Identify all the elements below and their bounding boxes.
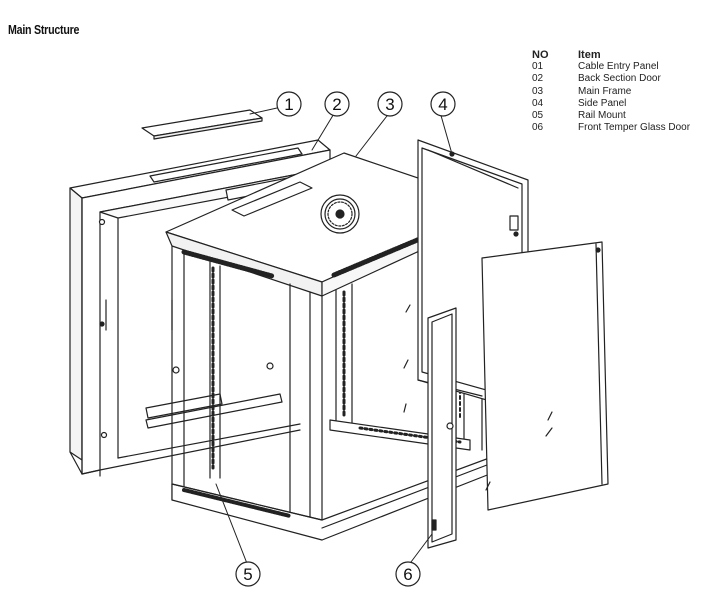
callout-1: 1 <box>276 91 302 117</box>
front-glass-panel <box>481 241 609 511</box>
table-row: 04 Side Panel <box>532 98 690 110</box>
svg-text:1: 1 <box>284 95 293 114</box>
row-item: Front Temper Glass Door <box>578 122 691 134</box>
parts-table-header: NO Item <box>532 50 690 61</box>
table-row: 05 Rail Mount <box>532 110 690 122</box>
row-no: 04 <box>532 97 544 109</box>
row-no: 06 <box>532 122 544 134</box>
cable-entry-panel <box>141 109 263 140</box>
svg-text:6: 6 <box>403 565 412 584</box>
front-temper-glass-door <box>403 304 457 549</box>
row-item: Side Panel <box>578 97 627 109</box>
callout-3: 3 <box>377 91 403 117</box>
table-row: 06 Front Temper Glass Door <box>532 122 690 134</box>
callout-2: 2 <box>324 91 350 117</box>
header-item: Item <box>578 49 601 61</box>
table-row: 02 Back Section Door <box>532 73 690 85</box>
table-row: 03 Main Frame <box>532 86 690 98</box>
row-item: Main Frame <box>578 85 632 97</box>
row-no: 02 <box>532 73 544 85</box>
callout-6: 6 <box>395 561 421 587</box>
header-no: NO <box>532 49 549 61</box>
svg-text:5: 5 <box>243 565 252 584</box>
row-item: Cable Entry Panel <box>578 61 659 72</box>
svg-text:4: 4 <box>438 95 447 114</box>
callout-leaders <box>215 107 453 567</box>
row-item: Back Section Door <box>578 73 661 85</box>
svg-text:3: 3 <box>385 95 394 114</box>
callout-4: 4 <box>430 91 456 117</box>
row-no: 03 <box>532 85 544 97</box>
parts-table: NO Item 01 Cable Entry Panel 02 Back Sec… <box>532 50 690 135</box>
row-no: 05 <box>532 110 544 122</box>
callout-5: 5 <box>235 561 261 587</box>
row-item: Rail Mount <box>578 110 626 122</box>
fan-icon <box>320 194 360 234</box>
table-row: 01 Cable Entry Panel <box>532 61 690 73</box>
page-title: Main Structure <box>8 22 80 37</box>
row-no: 01 <box>532 61 544 72</box>
svg-text:2: 2 <box>332 95 341 114</box>
